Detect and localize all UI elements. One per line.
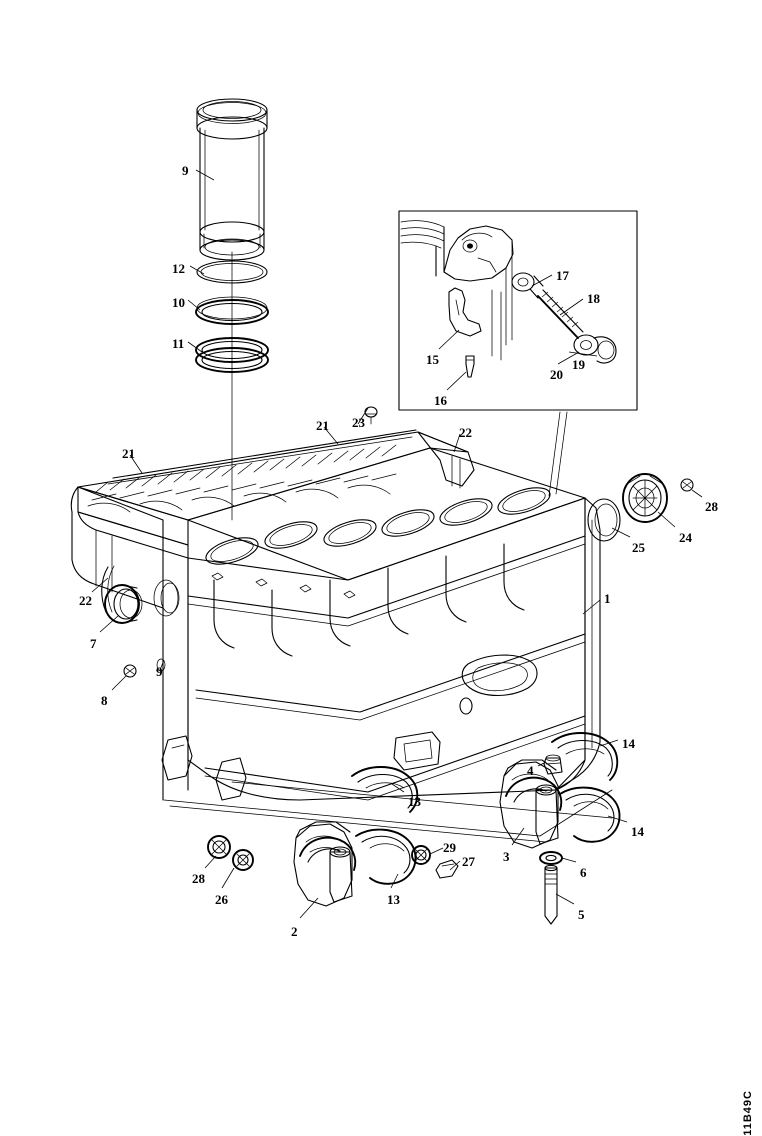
callout-7: 7 xyxy=(90,636,97,651)
callout-9: 9 xyxy=(182,163,189,178)
callout-3: 3 xyxy=(503,849,510,864)
callout-22: 22 xyxy=(459,425,472,440)
detail-rod-18 xyxy=(511,272,617,364)
callout-6: 6 xyxy=(580,865,587,880)
callout-21: 21 xyxy=(316,418,329,433)
callout-5: 5 xyxy=(578,907,585,922)
callout-10: 10 xyxy=(172,295,185,310)
callout-14: 14 xyxy=(631,824,644,839)
callout-21: 21 xyxy=(122,446,135,461)
inset-connector-line xyxy=(548,411,561,497)
callout-23: 23 xyxy=(352,415,365,430)
callout-28: 28 xyxy=(705,499,718,514)
callout-27: 27 xyxy=(462,854,475,869)
callout-25: 25 xyxy=(632,540,645,555)
callout-17: 17 xyxy=(556,268,569,283)
leader-lines xyxy=(91,407,703,919)
callout-16: 16 xyxy=(434,393,447,408)
callout-9: 9 xyxy=(156,664,163,679)
engine-block-drawing xyxy=(70,98,703,925)
drawing-id: 11B49C xyxy=(742,1090,754,1136)
callout-11: 11 xyxy=(172,336,185,351)
bolt-group-lower-center xyxy=(411,845,459,879)
callout-14: 14 xyxy=(622,736,635,751)
callout-15: 15 xyxy=(426,352,439,367)
callout-8: 8 xyxy=(101,693,108,708)
bearing-cap-right-group xyxy=(499,732,621,925)
bearing-cap-left-group xyxy=(293,766,419,907)
detail-inset-box xyxy=(398,210,638,411)
callout-18: 18 xyxy=(587,291,600,306)
callout-22: 22 xyxy=(79,593,92,608)
callout-1: 1 xyxy=(604,591,611,606)
callout-13: 13 xyxy=(387,892,400,907)
callout-4: 4 xyxy=(527,763,534,778)
callout-19: 19 xyxy=(572,357,585,372)
seal-ring-11 xyxy=(195,337,269,373)
callout-24: 24 xyxy=(679,530,692,545)
diagram-sheet xyxy=(70,98,703,925)
callout-28: 28 xyxy=(192,871,205,886)
cylinder-liner-group xyxy=(196,98,268,261)
callout-20: 20 xyxy=(550,367,563,382)
callout-29: 29 xyxy=(443,840,456,855)
callout-2: 2 xyxy=(291,924,298,939)
callout-13: 13 xyxy=(408,794,421,809)
bolt-group-lower-left xyxy=(207,835,254,871)
callout-12: 12 xyxy=(172,261,185,276)
callout-26: 26 xyxy=(215,892,228,907)
cylinder-block-group xyxy=(70,406,694,801)
